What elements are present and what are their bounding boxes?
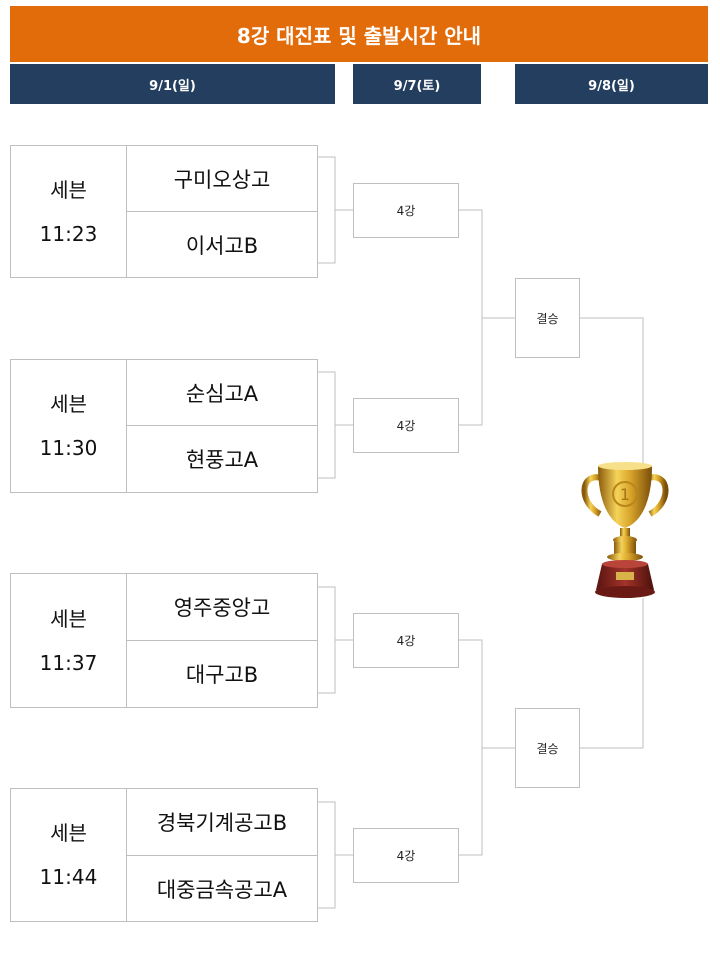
match-card-3: 세븐 11:37 영주중앙고 대구고B [10,573,318,708]
team-name: 대중금속공고A [156,877,288,902]
match-type-label: 세븐 [50,177,87,202]
trophy-icon: 1 [581,462,669,598]
team-name: 이서고B [185,233,259,258]
date-header-final: 9/8(일) [515,64,708,104]
team-name: 구미오상고 [127,146,317,212]
semifinal-slot-2: 4강 [353,398,459,453]
match-type-label: 세븐 [50,606,87,631]
match-type-label: 세븐 [50,392,87,416]
match-time-cell: 세븐 11:23 [11,146,127,277]
match-card-4: 세븐 11:44 경북기계공고B 대중금속공고A [10,788,318,922]
match-start-time: 11:23 [39,221,98,246]
semifinal-slot-4: 4강 [353,828,459,883]
svg-text:1: 1 [620,485,630,504]
date-header-semifinal: 9/7(토) [353,64,481,104]
match-time-cell: 세븐 11:37 [11,574,127,707]
match-card-2: 세븐 11:30 순심고A 현풍고A [10,359,318,493]
team-name: 대구고B [185,663,259,687]
match-card-1: 세븐 11:23 구미오상고 이서고B [10,145,318,278]
match-start-time: 11:30 [39,436,98,460]
bracket-title: 8강 대진표 및 출발시간 안내 [10,6,708,62]
match-start-time: 11:37 [39,650,98,675]
match-start-time: 11:44 [39,865,98,889]
semifinal-slot-3: 4강 [353,613,459,668]
team-name: 영주중앙고 [127,574,317,641]
final-slot-1: 결승 [515,278,580,358]
match-time-cell: 세븐 11:44 [11,789,127,921]
semifinal-slot-1: 4강 [353,183,459,238]
final-slot-2: 결승 [515,708,580,788]
match-time-cell: 세븐 11:30 [11,360,127,492]
team-name: 현풍고A [185,448,259,472]
team-name: 경북기계공고B [127,789,317,856]
team-name: 순심고A [127,360,317,426]
match-type-label: 세븐 [50,821,87,845]
date-header-round-of-8: 9/1(일) [10,64,335,104]
